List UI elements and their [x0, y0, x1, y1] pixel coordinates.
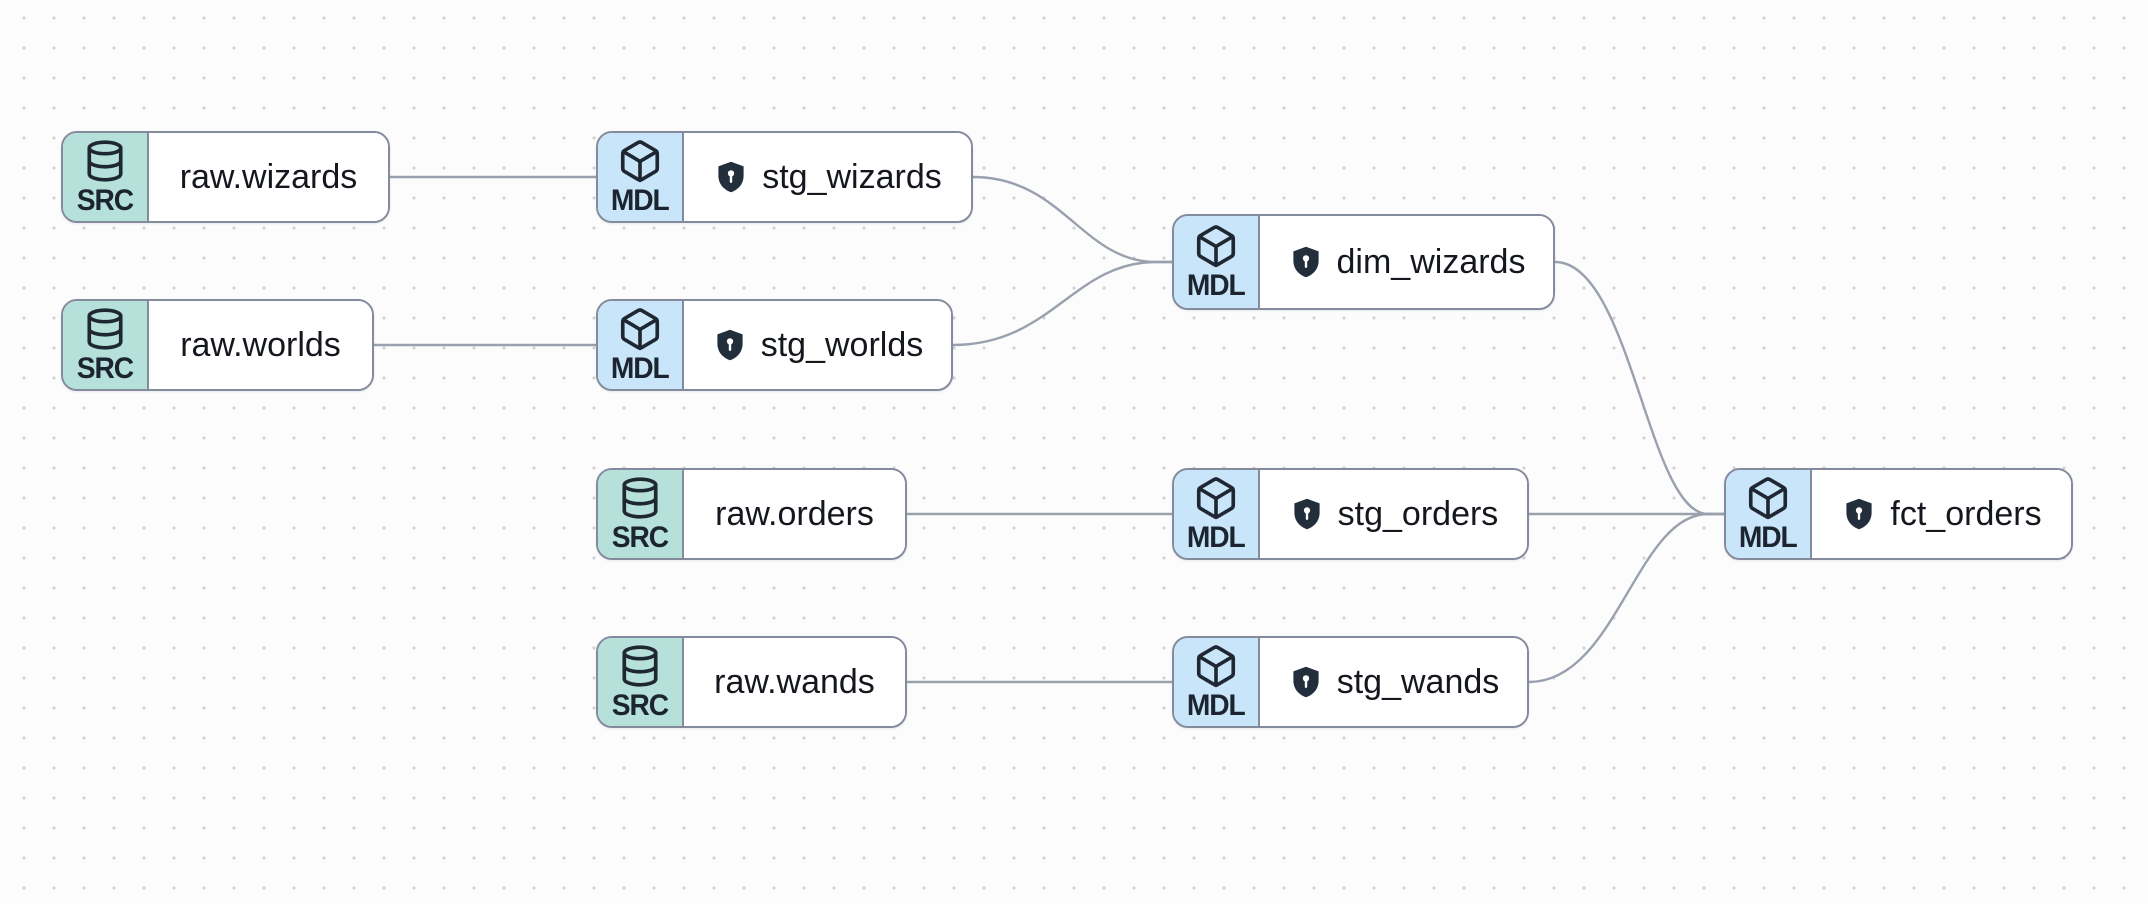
model-type-panel: MDL: [1174, 216, 1260, 308]
node-label: stg_orders: [1337, 495, 1499, 533]
model-type-panel: MDL: [598, 301, 684, 389]
node-content: raw.wizards: [149, 133, 388, 221]
node-raw_worlds[interactable]: SRC raw.worlds: [61, 299, 374, 391]
cube-icon: [617, 306, 663, 352]
node-label: raw.orders: [715, 495, 874, 533]
node-type-badge: MDL: [611, 351, 670, 385]
node-type-badge: MDL: [1187, 268, 1246, 302]
database-icon: [82, 138, 128, 184]
source-type-panel: SRC: [63, 301, 149, 389]
edge-dim_wizards-to-fct_orders: [1554, 260, 1724, 516]
shield-icon: [1289, 496, 1325, 532]
cube-icon: [1193, 223, 1239, 269]
node-label: stg_worlds: [760, 326, 924, 364]
node-content: raw.orders: [684, 470, 905, 558]
edge-stg_wands-to-fct_orders: [1528, 512, 1724, 684]
node-label: stg_wizards: [762, 158, 942, 196]
model-type-panel: MDL: [1174, 638, 1260, 726]
node-content: stg_wizards: [684, 133, 971, 221]
node-content: raw.worlds: [149, 301, 372, 389]
node-type-badge: MDL: [1739, 520, 1798, 554]
model-type-panel: MDL: [1726, 470, 1812, 558]
node-dim_wizards[interactable]: MDL dim_wizards: [1172, 214, 1555, 310]
node-raw_wizards[interactable]: SRC raw.wizards: [61, 131, 390, 223]
node-label: raw.wizards: [179, 158, 358, 196]
node-content: stg_wands: [1260, 638, 1527, 726]
database-icon: [82, 306, 128, 352]
node-label: dim_wizards: [1336, 243, 1526, 281]
shield-icon: [1288, 244, 1324, 280]
node-stg_worlds[interactable]: MDL stg_worlds: [596, 299, 953, 391]
node-label: raw.wands: [714, 663, 875, 701]
shield-icon: [712, 327, 748, 363]
node-type-badge: SRC: [76, 351, 134, 385]
node-raw_wands[interactable]: SRC raw.wands: [596, 636, 907, 728]
shield-icon: [713, 159, 749, 195]
node-fct_orders[interactable]: MDL fct_orders: [1724, 468, 2073, 560]
node-label: raw.worlds: [180, 326, 341, 364]
node-content: stg_orders: [1260, 470, 1527, 558]
cube-icon: [1193, 643, 1239, 689]
source-type-panel: SRC: [63, 133, 149, 221]
node-type-badge: MDL: [611, 183, 670, 217]
model-type-panel: MDL: [1174, 470, 1260, 558]
cube-icon: [1745, 475, 1791, 521]
node-stg_orders[interactable]: MDL stg_orders: [1172, 468, 1529, 560]
node-content: raw.wands: [684, 638, 905, 726]
cube-icon: [617, 138, 663, 184]
shield-icon: [1288, 664, 1324, 700]
edge-stg_wizards-to-dim_wizards: [972, 175, 1172, 264]
edge-stg_worlds-to-dim_wizards: [952, 260, 1172, 347]
node-label: stg_wands: [1336, 663, 1500, 701]
model-type-panel: MDL: [598, 133, 684, 221]
node-content: stg_worlds: [684, 301, 951, 389]
node-content: dim_wizards: [1260, 216, 1553, 308]
database-icon: [617, 475, 663, 521]
cube-icon: [1193, 475, 1239, 521]
node-raw_orders[interactable]: SRC raw.orders: [596, 468, 907, 560]
shield-icon: [1841, 496, 1877, 532]
node-type-badge: MDL: [1187, 688, 1246, 722]
node-stg_wands[interactable]: MDL stg_wands: [1172, 636, 1529, 728]
node-type-badge: SRC: [611, 688, 669, 722]
node-type-badge: MDL: [1187, 520, 1246, 554]
node-content: fct_orders: [1812, 470, 2071, 558]
node-label: fct_orders: [1890, 495, 2042, 533]
node-stg_wizards[interactable]: MDL stg_wizards: [596, 131, 973, 223]
node-type-badge: SRC: [76, 183, 134, 217]
source-type-panel: SRC: [598, 470, 684, 558]
node-type-badge: SRC: [611, 520, 669, 554]
database-icon: [617, 643, 663, 689]
source-type-panel: SRC: [598, 638, 684, 726]
